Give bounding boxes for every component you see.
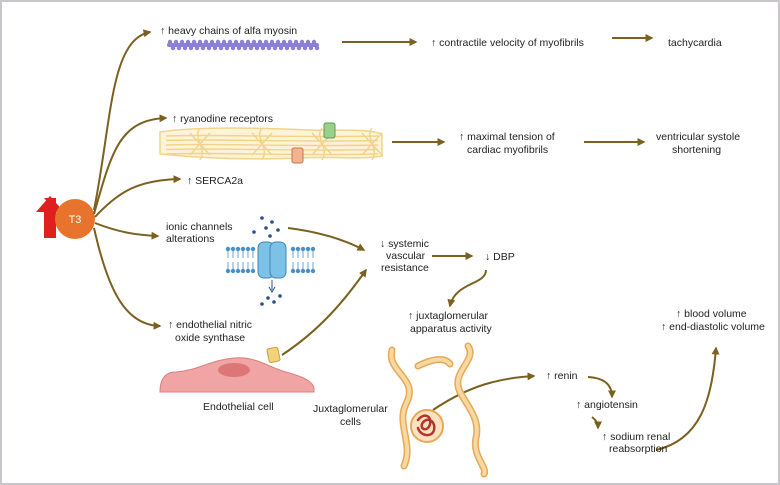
label-svr-line2: vascular <box>386 250 426 262</box>
arrow-sodium-bloodvolume <box>655 346 720 451</box>
myosin-chain-icon <box>167 39 320 51</box>
myofibril-icon <box>159 127 383 161</box>
label-juxta-activity-line1: ↑ juxtaglomerular <box>408 310 488 322</box>
label-blood-volume: ↑ blood volume <box>676 308 747 320</box>
label-ryanodine: ↑ ryanodine receptors <box>172 113 273 125</box>
arrow-kidney-renin <box>432 372 536 411</box>
serca-pump-icon <box>291 147 304 164</box>
ryanodine-receptor-icon <box>323 122 336 139</box>
label-enos-line1: ↑ endothelial nitric <box>168 319 252 331</box>
label-systole-line2: shortening <box>672 144 721 156</box>
up-arrow-icon <box>37 196 63 238</box>
t3-label: T3 <box>69 214 82 226</box>
t3-branch-arrows <box>93 29 720 451</box>
arrow-endothelial-svr <box>281 268 367 356</box>
label-juxta-cells-line1: Juxtaglomerular <box>313 403 388 415</box>
label-serca: ↑ SERCA2a <box>187 175 243 187</box>
arrow-t3-enos <box>93 227 162 330</box>
label-ionic-line1: ionic channels <box>166 221 233 233</box>
label-dbp: ↓ DBP <box>485 251 515 263</box>
label-juxta-cells-line2: cells <box>340 416 361 428</box>
arrow-renin-angiotensin <box>587 376 616 399</box>
arrow-channel-svr <box>287 227 366 251</box>
arrow-t3-myosin <box>93 29 152 211</box>
arrow-t3-ryanodine <box>93 114 168 215</box>
label-enos-line2: oxide synthase <box>175 332 245 344</box>
label-ionic-line2: alterations <box>166 233 214 245</box>
arrow-t3-ionic <box>94 222 160 240</box>
label-edv: ↑ end-diastolic volume <box>661 321 765 333</box>
label-tension-line1: ↑ maximal tension of <box>459 131 555 143</box>
label-tachycardia: tachycardia <box>668 37 722 49</box>
ion-channel-membrane-icon <box>225 216 316 306</box>
label-sodium-line1: ↑ sodium renal <box>602 431 670 443</box>
arrow-angiotensin-sodium <box>591 416 602 430</box>
arrow-t3-serca <box>94 175 182 218</box>
label-renin: ↑ renin <box>546 370 578 382</box>
label-angiotensin: ↑ angiotensin <box>576 399 638 411</box>
label-contractile-velocity: ↑ contractile velocity of myofibrils <box>431 37 584 49</box>
label-systole-line1: ventricular systole <box>656 131 740 143</box>
juxtaglomerular-tubule-icon <box>387 342 489 478</box>
label-svr-line3: resistance <box>381 262 429 274</box>
label-endothelial-cell: Endothelial cell <box>203 401 274 413</box>
label-myosin: ↑ heavy chains of alfa myosin <box>160 25 297 37</box>
label-tension-line2: cardiac myofibrils <box>467 144 548 156</box>
t3-circle <box>55 199 95 239</box>
arrow-dbp-juxta <box>447 269 487 308</box>
label-svr-line1: ↓ systemic <box>380 238 429 250</box>
label-juxta-activity-line2: apparatus activity <box>410 323 492 335</box>
endothelial-cell-icon <box>159 346 315 393</box>
label-sodium-line2: reabsorption <box>609 443 668 455</box>
